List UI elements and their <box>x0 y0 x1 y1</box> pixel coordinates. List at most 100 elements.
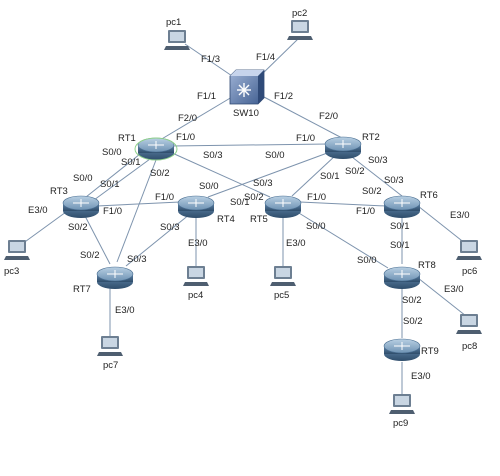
port-label: S0/1 <box>121 157 141 168</box>
link-pc1-sw10 <box>184 43 239 81</box>
rt3-label: RT3 <box>50 186 68 197</box>
links-layer <box>21 37 467 394</box>
link-rt6-pc6 <box>417 205 467 245</box>
port-label: F2/0 <box>319 111 338 122</box>
link-rt2-rt5 <box>291 154 337 197</box>
rt1-label: RT1 <box>118 133 136 144</box>
link-rt1-rt3 <box>85 153 141 198</box>
rt5-label: RT5 <box>250 214 268 225</box>
rt9-router-icon[interactable] <box>383 338 421 361</box>
port-label: E3/0 <box>444 284 464 295</box>
pc7-icon[interactable] <box>97 336 123 356</box>
port-label: E3/0 <box>115 305 135 316</box>
port-label: F1/0 <box>176 132 195 143</box>
port-label: E3/0 <box>286 238 306 249</box>
pc5-label: pc5 <box>274 290 289 301</box>
port-label: S0/0 <box>357 255 377 266</box>
pc8-label: pc8 <box>462 341 477 352</box>
rt7-router-icon[interactable] <box>96 266 134 289</box>
pc2-label: pc2 <box>292 8 307 19</box>
port-label: F1/2 <box>274 91 293 102</box>
pc2-icon[interactable] <box>287 20 313 40</box>
port-label: F1/4 <box>256 52 275 63</box>
link-rt3-pc3 <box>21 211 67 245</box>
port-label: S0/2 <box>80 250 100 261</box>
port-label: E3/0 <box>411 371 431 382</box>
rt4-router-icon[interactable] <box>177 195 215 218</box>
rt8-router-icon[interactable] <box>383 266 421 289</box>
port-label: S0/2 <box>403 316 423 327</box>
port-label: S0/1 <box>390 221 410 232</box>
port-label: F1/0 <box>356 206 375 217</box>
port-label: S0/0 <box>265 150 285 161</box>
port-label: F1/1 <box>197 91 216 102</box>
port-label: S0/1 <box>100 179 120 190</box>
link-rt1-rt7 <box>116 159 157 263</box>
port-label: S0/2 <box>345 166 365 177</box>
rt6-label: RT6 <box>420 190 438 201</box>
pc6-icon[interactable] <box>456 240 482 260</box>
sw10-label: SW10 <box>233 108 259 119</box>
port-label: S0/3 <box>203 150 223 161</box>
port-label: S0/1 <box>320 171 340 182</box>
port-label: S0/1 <box>390 240 410 251</box>
port-label: S0/1 <box>230 197 250 208</box>
link-rt3-rt4 <box>96 201 181 207</box>
port-label: E3/0 <box>28 205 48 216</box>
rt8-label: RT8 <box>418 260 436 271</box>
pc7-label: pc7 <box>103 360 118 371</box>
port-label: S0/2 <box>68 222 88 233</box>
port-label: E3/0 <box>188 238 208 249</box>
link-pc2-sw10 <box>257 37 300 79</box>
rt9-label: RT9 <box>421 346 439 357</box>
pc9-label: pc9 <box>393 418 408 429</box>
port-label: S0/3 <box>160 222 180 233</box>
sw10-switch-icon[interactable] <box>229 69 265 105</box>
link-sw10-rt2 <box>263 96 343 139</box>
pc9-icon[interactable] <box>389 394 415 414</box>
port-label: F2/0 <box>178 113 197 124</box>
pc1-icon[interactable] <box>164 30 190 50</box>
rt2-label: RT2 <box>362 132 380 143</box>
link-rt2-rt4 <box>207 151 331 198</box>
pc3-label: pc3 <box>4 266 19 277</box>
link-rt8-pc8 <box>417 277 467 317</box>
port-label: F1/0 <box>307 192 326 203</box>
port-label: S0/0 <box>306 221 326 232</box>
port-label: E3/0 <box>450 210 470 221</box>
pc1-label: pc1 <box>166 17 181 28</box>
port-label: F1/0 <box>296 133 315 144</box>
link-rt5-rt6 <box>299 201 387 207</box>
port-label: S0/2 <box>362 186 382 197</box>
rt2-router-icon[interactable] <box>324 136 362 159</box>
pc4-icon[interactable] <box>183 266 209 286</box>
port-label: S0/3 <box>127 254 147 265</box>
port-label: S0/0 <box>199 181 219 192</box>
pc3-icon[interactable] <box>4 240 30 260</box>
rt1-router-icon[interactable] <box>134 137 178 161</box>
pc5-icon[interactable] <box>270 266 296 286</box>
rt7-label: RT7 <box>73 284 91 295</box>
rt5-router-icon[interactable] <box>264 195 302 218</box>
port-label: F1/3 <box>201 54 220 65</box>
port-label: S0/3 <box>368 155 388 166</box>
port-label: S0/3 <box>253 178 273 189</box>
link-sw10-rt1 <box>159 96 233 141</box>
rt6-router-icon[interactable] <box>383 195 421 218</box>
pc8-icon[interactable] <box>456 314 482 334</box>
rt3-router-icon[interactable] <box>62 195 100 218</box>
link-rt5-rt8 <box>293 209 389 269</box>
link-rt1-rt3-b <box>93 158 151 201</box>
link-rt3-rt7 <box>83 213 111 265</box>
port-label: S0/0 <box>102 147 122 158</box>
link-rt1-rt2-f <box>171 143 329 147</box>
port-label: F1/0 <box>155 192 174 203</box>
pc4-label: pc4 <box>188 290 203 301</box>
port-label: S0/2 <box>150 168 170 179</box>
link-rt4-rt7 <box>125 213 191 267</box>
port-label: S0/2 <box>244 192 264 203</box>
link-rt1-rt5 <box>169 151 271 198</box>
link-rt2-rt6 <box>351 156 403 197</box>
